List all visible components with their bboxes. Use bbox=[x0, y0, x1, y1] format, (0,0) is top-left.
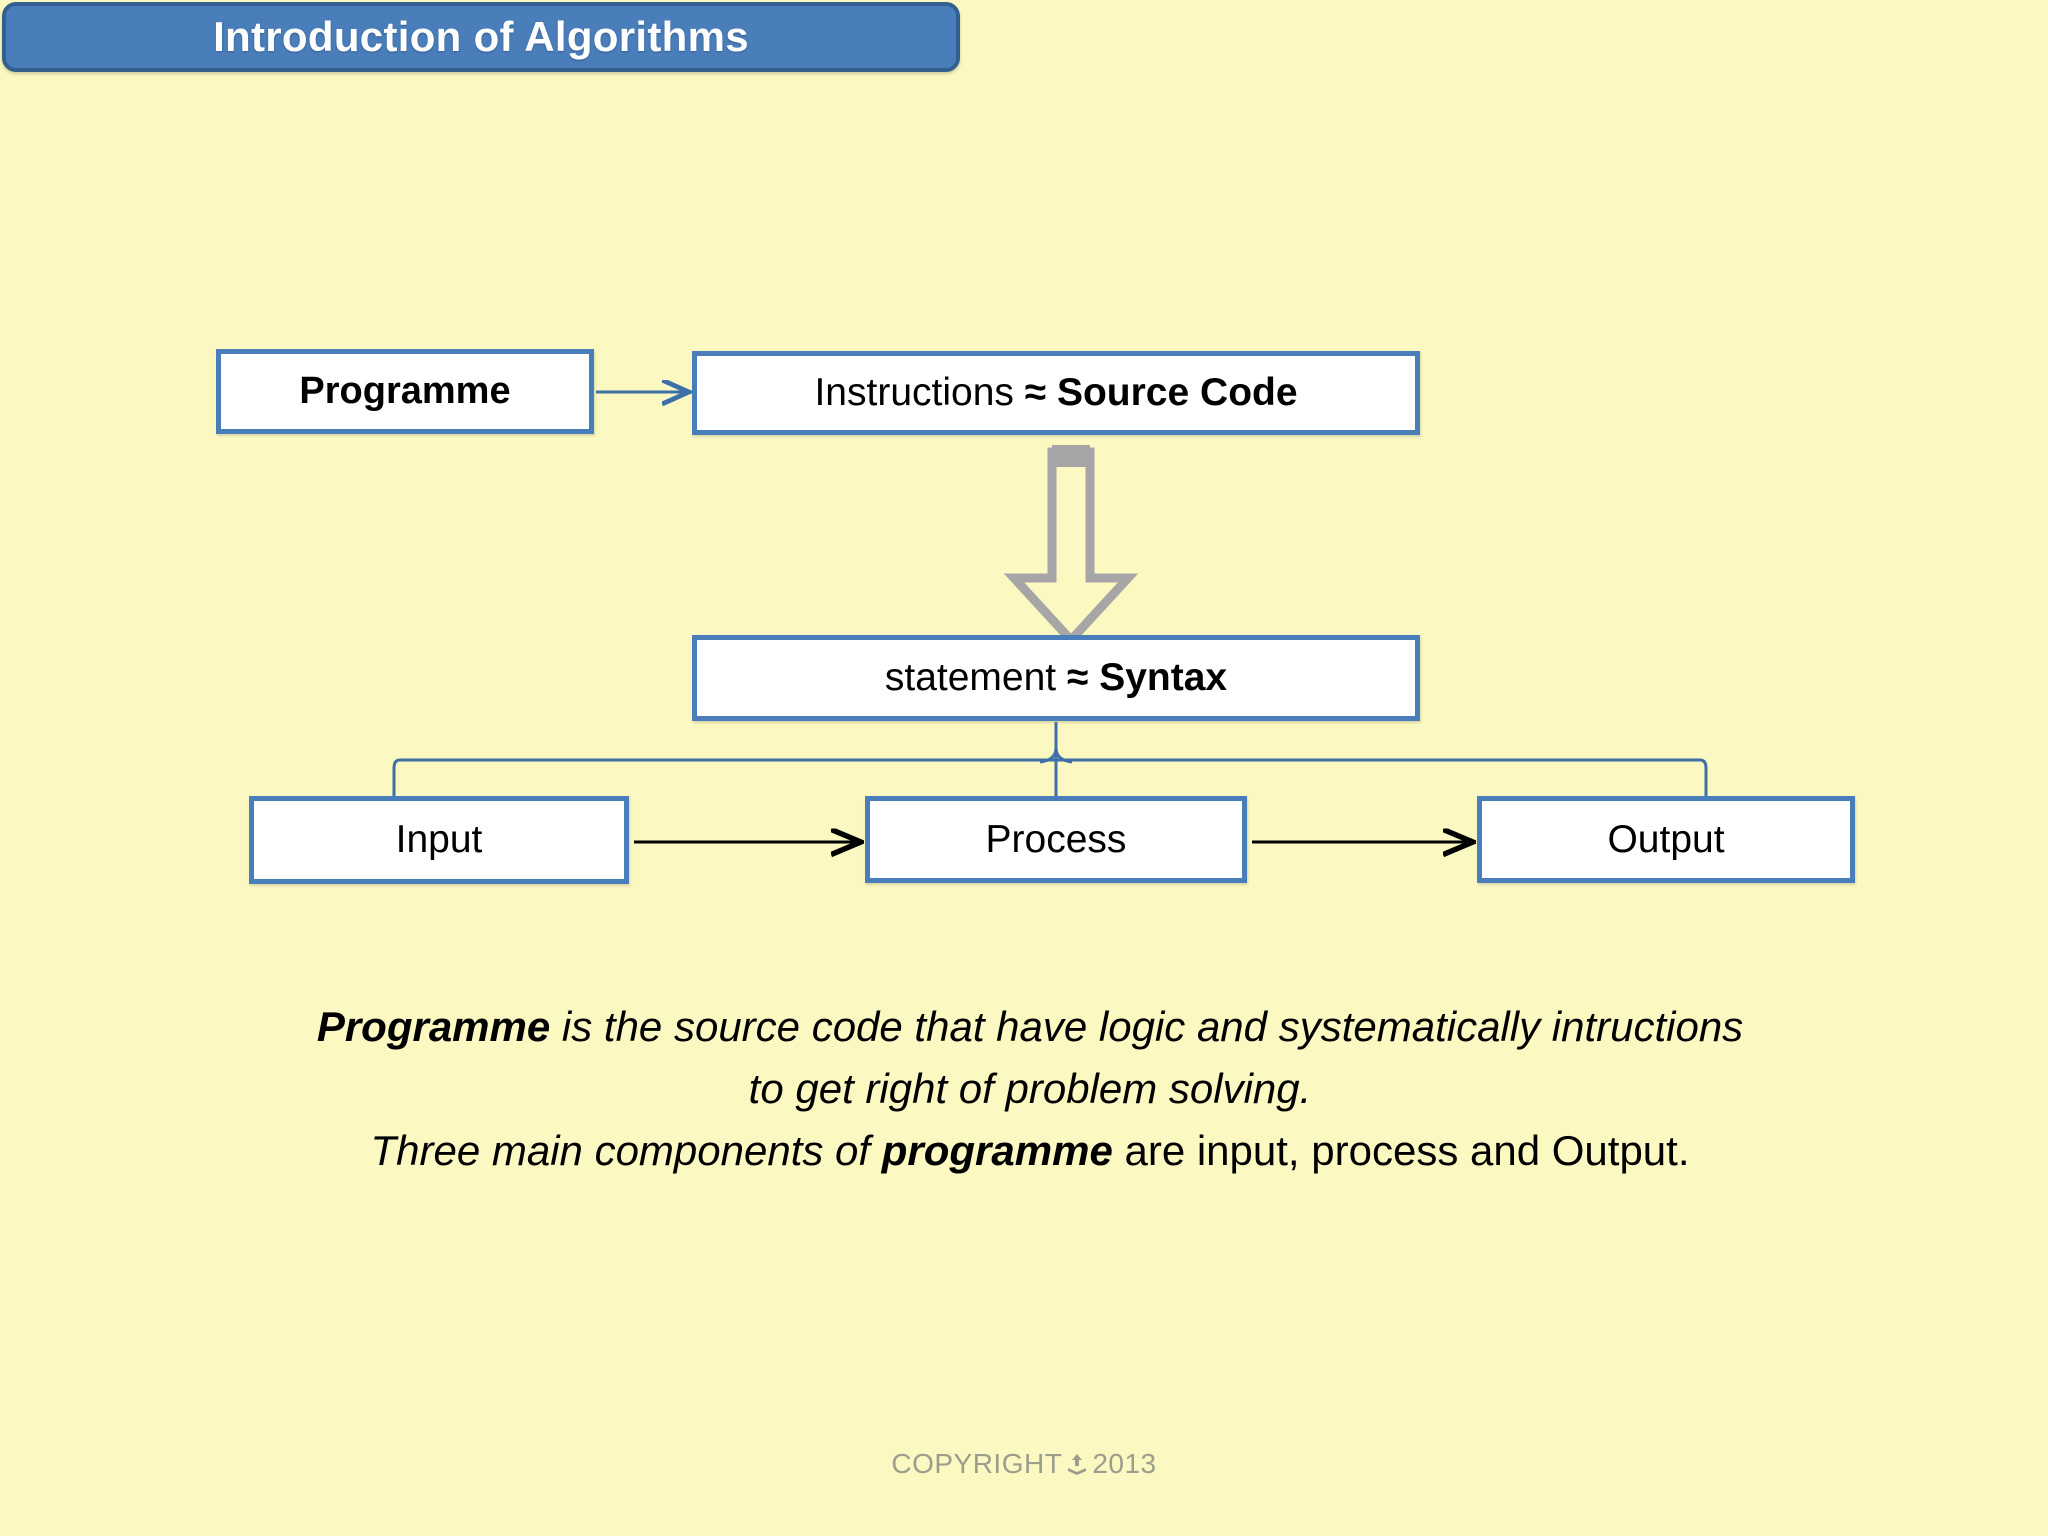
flow-box-statement-label: statement ≈ Syntax bbox=[885, 656, 1227, 700]
flow-box-input-label: Input bbox=[395, 818, 483, 861]
upload-anchor-icon bbox=[1064, 1451, 1090, 1484]
flow-box-instructions[interactable]: Instructions ≈ Source Code bbox=[692, 351, 1420, 435]
instructions-bold-part: ≈ Source Code bbox=[1024, 371, 1298, 414]
body-line3-emphasis: programme bbox=[881, 1127, 1113, 1174]
flow-box-input[interactable]: Input bbox=[249, 796, 629, 884]
gray-arrow-cap bbox=[1052, 445, 1090, 467]
flow-box-programme[interactable]: Programme bbox=[216, 349, 594, 434]
body-line1-rest: is the source code that have logic and s… bbox=[550, 1003, 1744, 1050]
statement-regular-part: statement bbox=[884, 656, 1067, 699]
flow-box-statement[interactable]: statement ≈ Syntax bbox=[692, 635, 1420, 721]
body-paragraph: Programme is the source code that have l… bbox=[180, 996, 1880, 1182]
statement-bold-part: ≈ Syntax bbox=[1066, 656, 1228, 699]
body-line3-tail: are input, process and Output. bbox=[1112, 1127, 1690, 1174]
flow-box-output[interactable]: Output bbox=[1477, 796, 1855, 883]
body-line2: to get right of problem solving. bbox=[748, 1065, 1312, 1112]
flow-box-process-label: Process bbox=[985, 817, 1127, 861]
body-line1-emphasis: Programme bbox=[316, 1003, 551, 1050]
flow-box-output-label: Output bbox=[1607, 817, 1725, 861]
copyright-year: 2013 bbox=[1092, 1448, 1157, 1479]
flow-box-process[interactable]: Process bbox=[865, 796, 1247, 883]
page-title: Introduction of Algorithms bbox=[213, 13, 749, 60]
copyright-footer: COPYRIGHT 2013 bbox=[0, 1448, 2048, 1484]
slide-title-bar: Introduction of Algorithms bbox=[2, 2, 960, 72]
block-arrow-down-icon bbox=[1003, 447, 1139, 647]
flow-box-instructions-label: Instructions ≈ Source Code bbox=[814, 371, 1297, 415]
bracket-centre-peak bbox=[1039, 747, 1073, 764]
copyright-word: COPYRIGHT bbox=[891, 1448, 1063, 1479]
body-line3-lead: Three main components of bbox=[370, 1127, 882, 1174]
flow-box-programme-label: Programme bbox=[299, 370, 511, 412]
bracket-connector bbox=[392, 722, 1708, 796]
instructions-regular-part: Instructions bbox=[814, 371, 1025, 414]
